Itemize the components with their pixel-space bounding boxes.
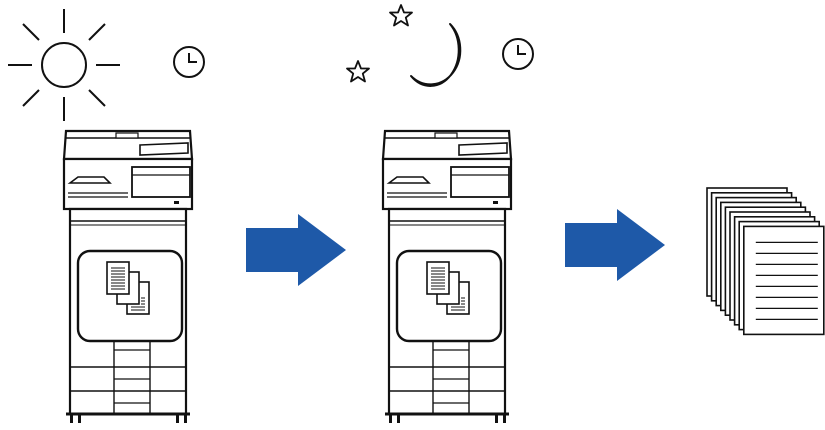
arrow-right-icon (565, 209, 665, 281)
clock-icon (174, 47, 204, 77)
arrow-right-icon (246, 214, 346, 286)
step-night (347, 5, 533, 423)
step-day (8, 9, 204, 423)
moon-and-stars-icon (347, 5, 460, 86)
clock-icon (503, 39, 533, 69)
printed-pages-stack-icon (707, 188, 824, 334)
sun-icon (8, 9, 120, 121)
